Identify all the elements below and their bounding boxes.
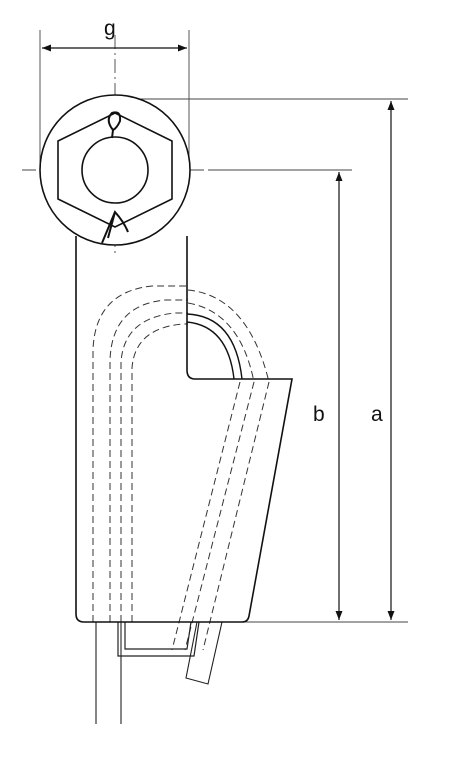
dimension-lines xyxy=(42,44,395,620)
pin-bore xyxy=(81,136,149,204)
pin-eye xyxy=(39,94,191,246)
thimble xyxy=(186,313,243,380)
wedge-pocket xyxy=(117,621,200,657)
wire-rope xyxy=(95,622,122,724)
eye-outer-circle xyxy=(39,94,191,246)
socket-body xyxy=(75,236,293,623)
hidden-contour xyxy=(92,285,270,651)
rope-end xyxy=(185,621,223,685)
dimension-label-a: a xyxy=(371,403,383,426)
extension-lines xyxy=(39,30,408,623)
cotter-pin xyxy=(101,111,129,244)
dimension-label-b: b xyxy=(313,403,325,426)
dimension-label-g: g xyxy=(104,17,116,40)
hex-nut xyxy=(57,112,173,228)
